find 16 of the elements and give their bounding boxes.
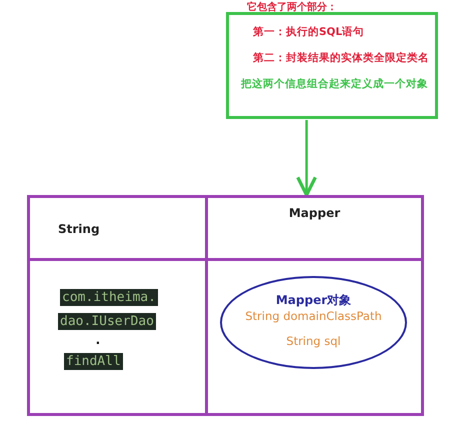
dot-text: . (94, 333, 102, 348)
header-cell: Mapper (208, 198, 421, 261)
code-snippet: dao.IUserDao (58, 313, 156, 330)
heading-text: 它包含了两个部分： (247, 3, 337, 13)
header-cell: String (30, 198, 208, 261)
code-snippet: findAll (64, 353, 123, 370)
note-text: 把这两个信息组合起来定义成一个对象 (241, 77, 428, 91)
ellipse-title: Mapper对象 (276, 292, 352, 309)
arrow (296, 120, 317, 197)
field-text: String domainClassPath (245, 309, 382, 323)
note-text: 第二：封装结果的实体类全限定类名 (253, 51, 429, 65)
field-text: String sql (286, 334, 341, 348)
ellipse (220, 276, 407, 369)
table-frame (27, 195, 424, 416)
note-text: 第一：执行的SQL语句 (253, 25, 364, 39)
code-snippet: com.itheima. (60, 289, 158, 306)
